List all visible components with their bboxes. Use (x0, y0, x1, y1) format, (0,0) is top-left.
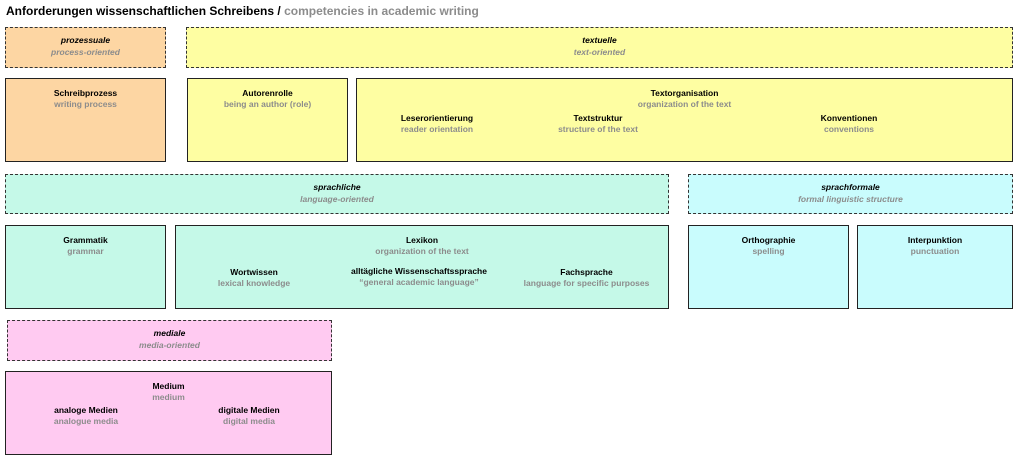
box-label: Textorganisation (650, 88, 719, 98)
box-label: Grammatik (63, 235, 108, 245)
title-subtitle: competencies in academic writing (284, 4, 479, 18)
sub-item-label: Leserorientierung (400, 113, 474, 123)
sub-item-translation: reader orientation (400, 124, 474, 134)
box-textorganisation: Textorganisation organization of the tex… (356, 78, 1013, 162)
category-label: sprachformale (821, 182, 880, 192)
box-label: Interpunktion (907, 235, 963, 245)
sub-item-textstruktur: Textstruktur structure of the text (538, 113, 658, 134)
category-label: sprachliche (313, 182, 361, 192)
box-translation: writing process (54, 99, 117, 109)
sub-item-label: Konventionen (820, 113, 878, 123)
page-title: Anforderungen wissenschaftlichen Schreib… (6, 4, 479, 18)
sub-item-konventionen: Konventionen conventions (789, 113, 909, 134)
box-translation: organization of the text (637, 99, 732, 109)
sub-item-translation: lexical knowledge (217, 278, 291, 288)
box-label: Schreibprozess (53, 88, 118, 98)
category-translation: formal linguistic structure (798, 194, 903, 204)
box-label: Autorenrolle (242, 88, 293, 98)
category-sprachliche: sprachliche language-oriented (5, 174, 669, 214)
category-label: mediale (153, 328, 186, 338)
sub-item-label: digitale Medien (218, 405, 280, 415)
box-translation: spelling (752, 246, 785, 256)
box-label: Orthographie (741, 235, 796, 245)
sub-item-fachsprache: Fachsprache language for specific purpos… (509, 267, 664, 288)
sub-item-leserorientierung: Leserorientierung reader orientation (377, 113, 497, 134)
sub-item-analoge-medien: analoge Medien analogue media (26, 405, 146, 426)
box-translation: punctuation (910, 246, 960, 256)
sub-item-alltaegliche-wissenschaftssprache: alltägliche Wissenschaftssprache “genera… (348, 266, 490, 287)
box-translation: medium (152, 392, 185, 402)
sub-item-label: Fachsprache (560, 267, 613, 277)
category-label: prozessuale (60, 35, 111, 45)
sub-item-label: Textstruktur (573, 113, 623, 123)
sub-item-label: analoge Medien (54, 405, 118, 415)
category-translation: language-oriented (300, 194, 374, 204)
box-label: Medium (152, 381, 185, 391)
sub-item-translation: analogue media (53, 416, 119, 426)
box-translation: grammar (67, 246, 104, 256)
box-interpunktion: Interpunktion punctuation (857, 225, 1013, 309)
sub-item-label: Wortwissen (230, 267, 278, 277)
sub-item-translation: conventions (823, 124, 875, 134)
sub-item-wortwissen: Wortwissen lexical knowledge (194, 267, 314, 288)
sub-item-digitale-medien: digitale Medien digital media (189, 405, 309, 426)
sub-item-translation: “general academic language” (359, 277, 479, 287)
category-translation: text-oriented (573, 47, 626, 57)
box-lexikon: Lexikon organization of the text Wortwis… (175, 225, 669, 309)
box-label: Lexikon (405, 235, 439, 245)
sub-item-label: alltägliche Wissenschaftssprache (351, 266, 487, 276)
category-mediale: mediale media-oriented (7, 320, 332, 361)
category-sprachformale: sprachformale formal linguistic structur… (688, 174, 1013, 214)
sub-item-translation: structure of the text (558, 124, 638, 134)
box-schreibprozess: Schreibprozess writing process (5, 78, 166, 162)
sub-item-translation: digital media (223, 416, 275, 426)
category-translation: media-oriented (139, 340, 200, 350)
box-orthographie: Orthographie spelling (688, 225, 849, 309)
category-translation: process-oriented (51, 47, 120, 57)
category-prozessuale: prozessuale process-oriented (5, 27, 166, 68)
title-main: Anforderungen wissenschaftlichen Schreib… (6, 4, 281, 18)
category-textuelle: textuelle text-oriented (186, 27, 1013, 68)
sub-item-translation: language for specific purposes (523, 278, 650, 288)
box-grammatik: Grammatik grammar (5, 225, 166, 309)
box-translation: organization of the text (375, 246, 469, 256)
box-autorenrolle: Autorenrolle being an author (role) (187, 78, 348, 162)
category-label: textuelle (582, 35, 617, 45)
box-medium: Medium medium analoge Medien analogue me… (5, 371, 332, 455)
box-translation: being an author (role) (223, 99, 312, 109)
